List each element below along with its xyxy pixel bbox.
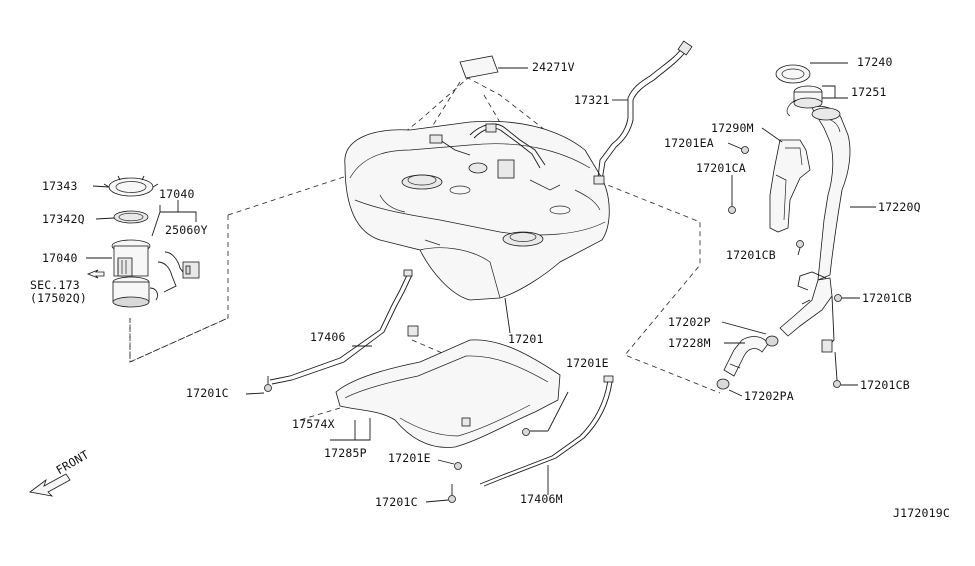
label-17202P: 17202P xyxy=(668,315,711,329)
label-17343: 17343 xyxy=(42,179,78,193)
label-17201CB-mid: 17201CB xyxy=(862,291,912,305)
label-17201CB-top: 17201CB xyxy=(726,248,776,262)
filler-tube-assembly xyxy=(716,62,876,397)
label-17228M: 17228M xyxy=(668,336,711,350)
diagram-id: J172019C xyxy=(893,506,950,520)
label-17574X: 17574X xyxy=(292,417,335,431)
vent-tube-17321 xyxy=(593,40,693,185)
label-17040-top: 17040 xyxy=(159,187,195,201)
label-17290M: 17290M xyxy=(711,121,754,135)
label-17201: 17201 xyxy=(508,332,544,346)
label-17201C-lower: 17201C xyxy=(375,495,418,509)
label-17201E-lower: 17201E xyxy=(388,451,431,465)
label-sec173: SEC.173 xyxy=(30,278,80,292)
label-25060Y: 25060Y xyxy=(165,223,208,237)
label-17201CB-low: 17201CB xyxy=(860,378,910,392)
label-17201E-right: 17201E xyxy=(566,356,609,370)
label-17201C-left: 17201C xyxy=(186,386,229,400)
label-17285P: 17285P xyxy=(324,446,367,460)
label-17321: 17321 xyxy=(574,93,610,107)
label-17342Q: 17342Q xyxy=(42,212,85,226)
label-17040-left: 17040 xyxy=(42,251,78,265)
label-24271V: 24271V xyxy=(532,60,575,74)
label-17201CA: 17201CA xyxy=(696,161,746,175)
tank-straps-and-protector xyxy=(245,269,614,503)
front-arrow-icon xyxy=(29,473,71,497)
label-17406M: 17406M xyxy=(520,492,563,506)
label-17220Q: 17220Q xyxy=(878,200,921,214)
fuel-pump-assembly xyxy=(86,175,200,308)
label-17502Q: (17502Q) xyxy=(30,291,87,305)
label-17251: 17251 xyxy=(851,85,887,99)
fuel-tank-17201 xyxy=(344,120,610,334)
heat-insulator-24271V xyxy=(459,55,528,79)
label-17201EA: 17201EA xyxy=(664,136,714,150)
label-17202PA: 17202PA xyxy=(744,389,794,403)
label-17406: 17406 xyxy=(310,330,346,344)
label-17240: 17240 xyxy=(857,55,893,69)
